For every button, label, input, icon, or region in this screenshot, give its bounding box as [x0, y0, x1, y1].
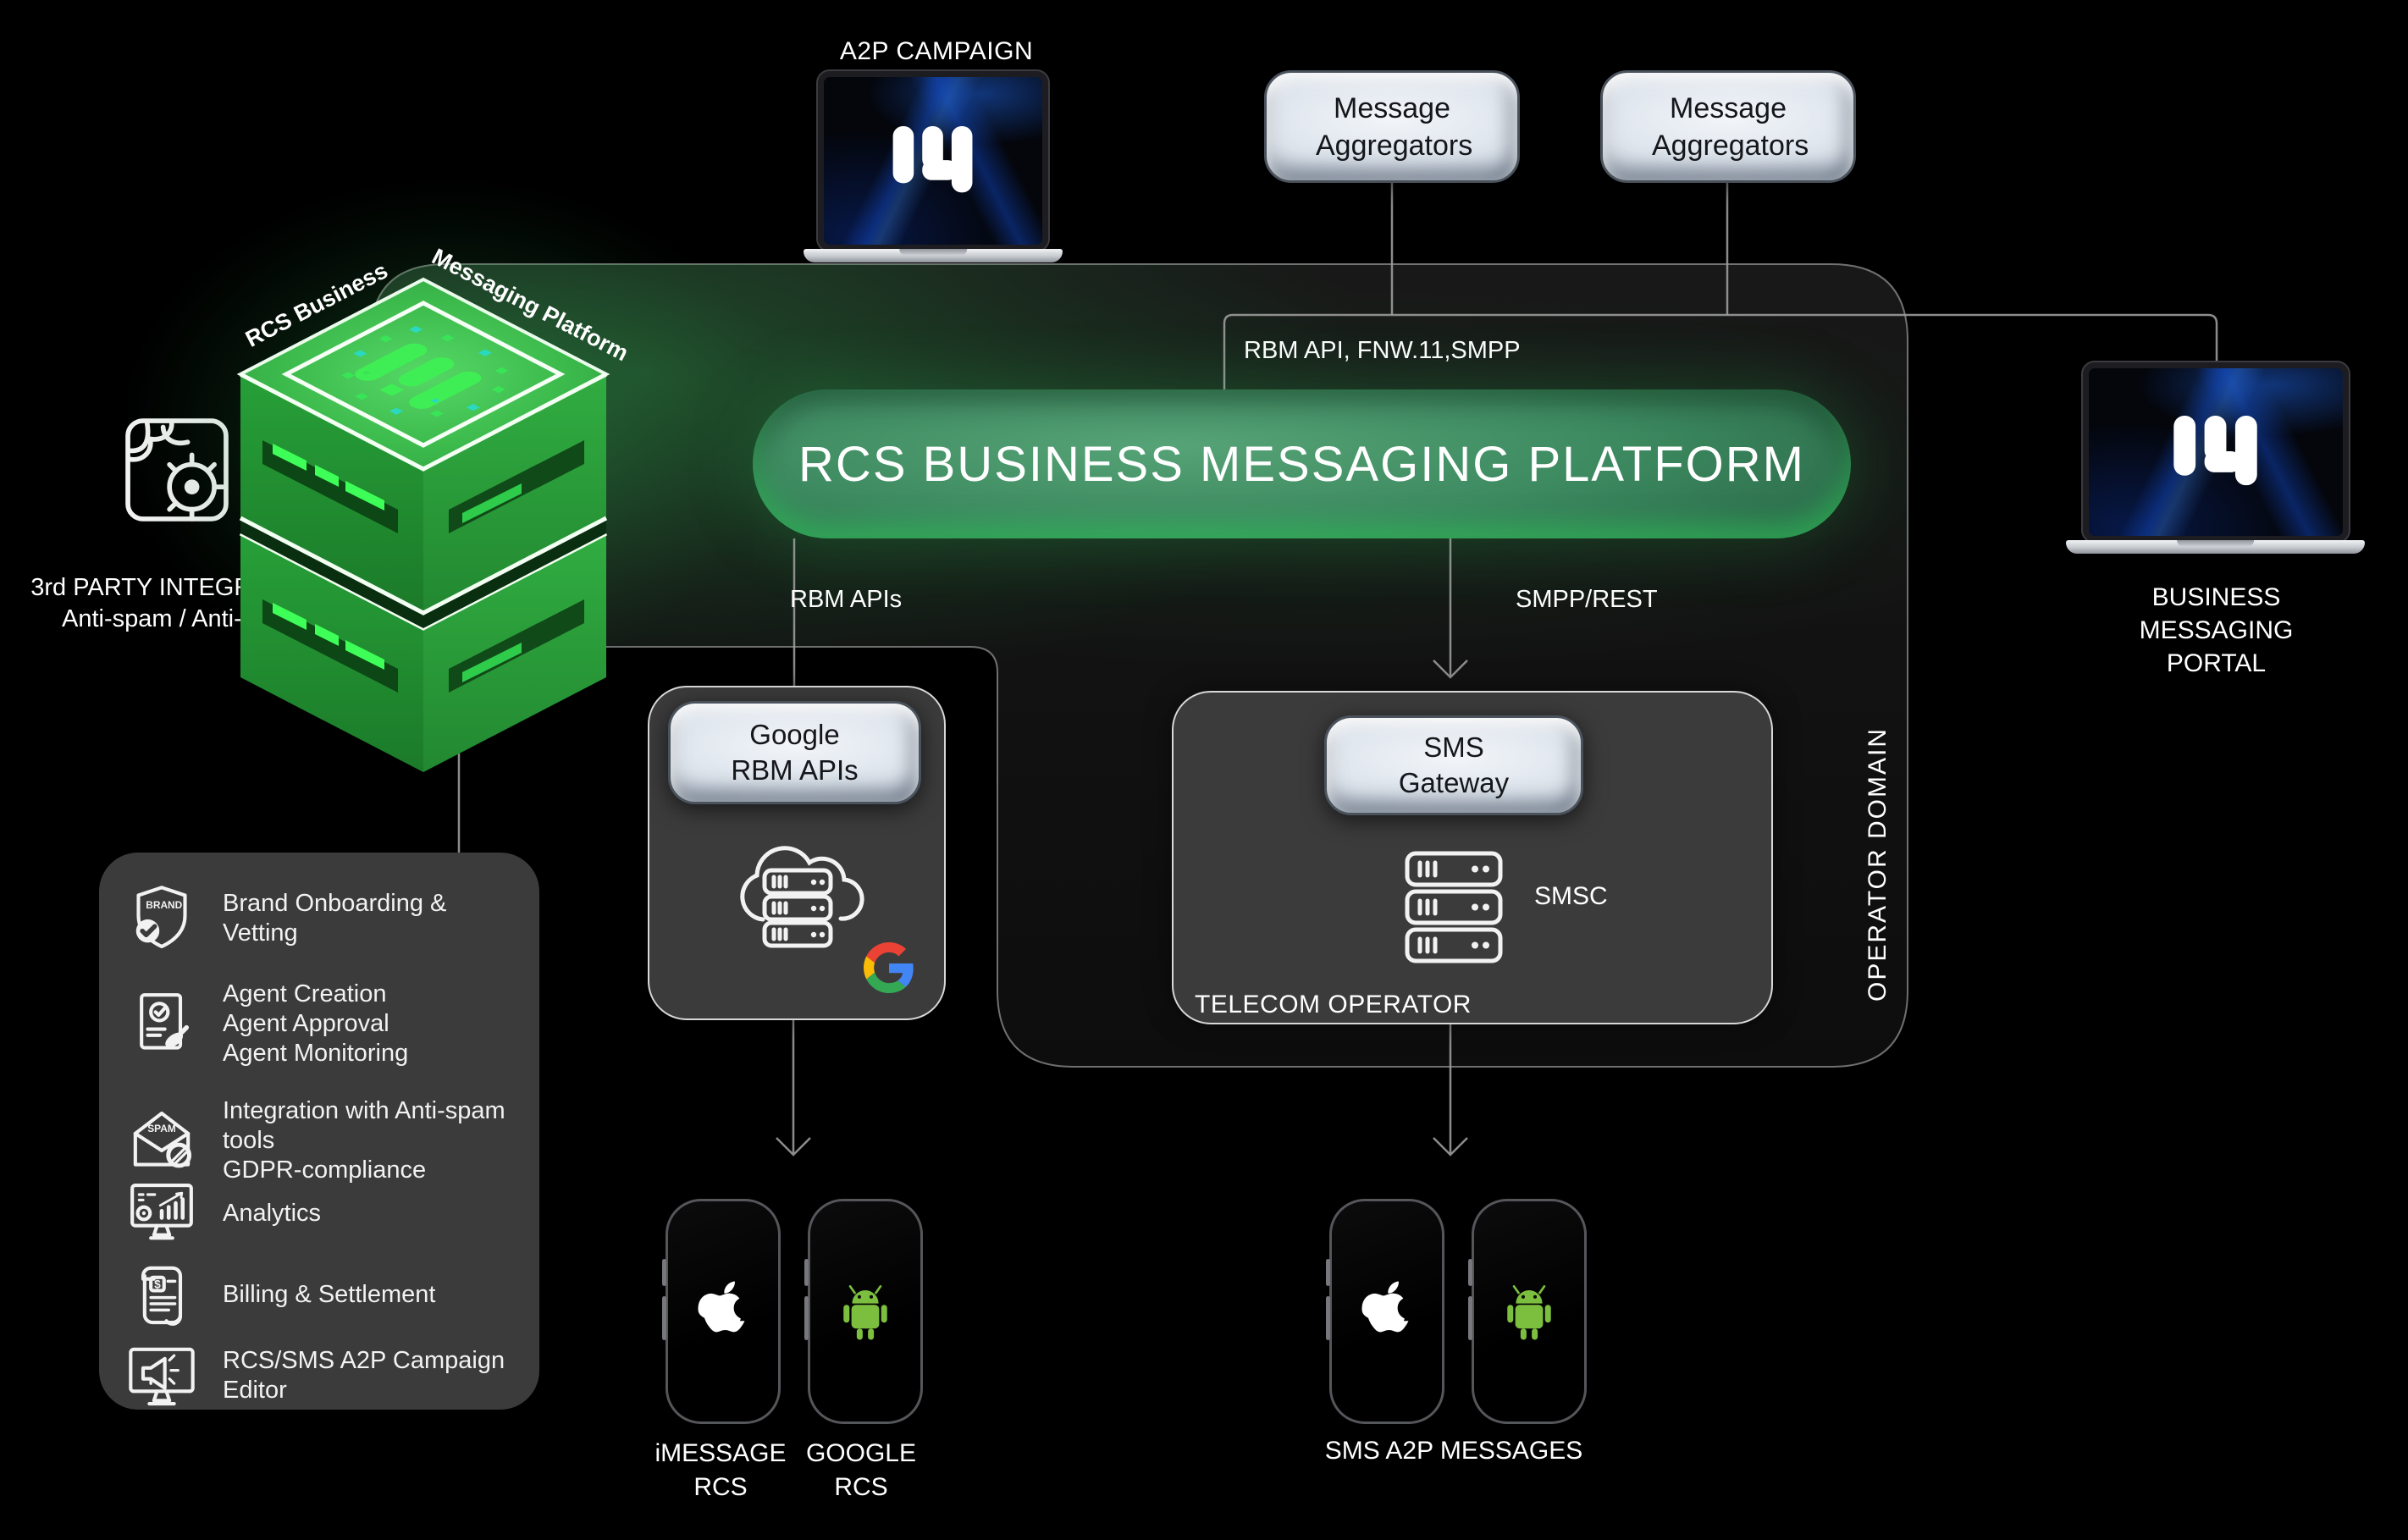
android-logo-icon: [1507, 1285, 1551, 1340]
telecom-operator-label: TELECOM OPERATOR: [1195, 991, 1472, 1018]
sms-a2p-android-phone: [1468, 1199, 1587, 1424]
svg-text:$: $: [154, 1278, 161, 1291]
panel-item-label: Agent Creation Agent Approval Agent Moni…: [223, 980, 409, 1067]
w-logo-icon: [892, 126, 973, 193]
panel-item-agents: Agent Creation Agent Approval Agent Moni…: [124, 980, 522, 1068]
rcs-platform-banner-label: RCS BUSINESS MESSAGING PLATFORM: [798, 436, 1805, 492]
smsc-server-icon: [1405, 851, 1503, 963]
apple-logo-icon: [698, 1281, 745, 1333]
campaign-editor-icon: [129, 1347, 195, 1406]
smpp-rest-label: SMPP/REST: [1516, 586, 1658, 613]
portal-label-line1: BUSINESS MESSAGING: [2139, 583, 2294, 644]
operator-domain-label: OPERATOR DOMAIN: [1864, 727, 1892, 1002]
arrowhead-google-to-phones: [776, 1137, 811, 1156]
svg-text:BRAND: BRAND: [146, 899, 182, 911]
rcs-platform-banner: RCS BUSINESS MESSAGING PLATFORM: [753, 389, 1851, 538]
panel-item-label: Analytics: [223, 1199, 322, 1227]
google-button-line1: Google: [749, 719, 840, 750]
android-logo-icon: [843, 1285, 887, 1340]
features-panel: BRAND Brand Onboarding & Vetting Agent C…: [99, 853, 539, 1410]
portal-laptop-screen: [2080, 361, 2350, 544]
portal-label: BUSINESS MESSAGING PORTAL: [2074, 581, 2358, 680]
sms-gateway-button: SMS Gateway: [1324, 715, 1583, 815]
panel-item-brand: BRAND Brand Onboarding & Vetting: [124, 881, 522, 956]
google-rbm-apis-box: Google RBM APIs: [648, 686, 946, 1020]
panel-item-billing: $ Billing & Settlement: [124, 1257, 522, 1332]
portal-label-line2: PORTAL: [2166, 649, 2267, 677]
rcs-stack-illustration: RCS Business Messaging Platform: [127, 178, 779, 772]
message-aggregators-box-1: Message Aggregators: [1264, 70, 1520, 183]
message-aggregators-box-2: Message Aggregators: [1600, 70, 1856, 183]
panel-item-analytics: Analytics: [124, 1176, 522, 1250]
sms-gateway-line2: Gateway: [1398, 767, 1510, 798]
message-aggregators-label-2: Message Aggregators: [1652, 91, 1809, 162]
a2p-laptop-base: [804, 249, 1063, 262]
stack-w-logo: [341, 326, 509, 417]
billing-icon: $: [141, 1266, 183, 1326]
panel-item-label: RCS/SMS A2P Campaign Editor: [223, 1347, 505, 1404]
telecom-operator-box: SMS Gateway SMSC TELECOM OPERATOR: [1172, 691, 1773, 1024]
arrowhead-smpp-rest: [1433, 660, 1468, 679]
connector-aggregator-bus: [1223, 313, 2218, 389]
panel-item-antispam: SPAM Integration with Anti-spam tools GD…: [124, 1096, 522, 1185]
svg-text:SPAM: SPAM: [147, 1123, 176, 1134]
google-rcs-phone: [804, 1199, 923, 1424]
imessage-rcs-label: iMESSAGE RCS: [654, 1439, 787, 1501]
google-button-line2: RBM APIs: [731, 754, 859, 786]
stack-box-lower: [239, 531, 608, 772]
analytics-icon: [130, 1183, 193, 1240]
a2p-laptop: [804, 69, 1063, 262]
portal-laptop-base: [2066, 540, 2365, 554]
sms-a2p-apple-phone: [1326, 1199, 1444, 1424]
cloud-server-icon: [740, 846, 864, 948]
stack-top-frame: [281, 301, 566, 448]
google-rcs-label: GOOGLE RCS: [805, 1439, 917, 1501]
smsc-label: SMSC: [1534, 882, 1608, 910]
imessage-phone: [662, 1199, 781, 1424]
w-logo-icon: [2173, 416, 2257, 486]
portal-laptop: [2066, 361, 2365, 554]
sms-gateway-line1: SMS: [1423, 731, 1484, 763]
apple-logo-icon: [1361, 1281, 1409, 1333]
panel-item-label: Integration with Anti-spam tools GDPR-co…: [223, 1097, 505, 1184]
agent-approval-icon: [140, 992, 190, 1050]
rbm-api-protocols-label: RBM API, FNW.11,SMPP: [1244, 337, 1521, 364]
arrowhead-telecom-to-phones: [1433, 1137, 1468, 1156]
google-rbm-apis-button: Google RBM APIs: [668, 701, 921, 804]
brand-shield-icon: BRAND: [135, 886, 187, 949]
panel-item-label: Billing & Settlement: [223, 1280, 436, 1308]
panel-item-label: Brand Onboarding & Vetting: [223, 890, 447, 947]
a2p-laptop-screen: [816, 69, 1050, 252]
anti-spam-icon: SPAM: [133, 1111, 192, 1167]
rbm-apis-label: RBM APIs: [790, 586, 903, 613]
message-aggregators-label-1: Message Aggregators: [1316, 91, 1473, 162]
panel-item-campaign-editor: RCS/SMS A2P Campaign Editor: [124, 1339, 522, 1413]
sms-a2p-messages-label: SMS A2P MESSAGES: [1324, 1437, 1583, 1465]
google-g-icon: [864, 942, 914, 993]
